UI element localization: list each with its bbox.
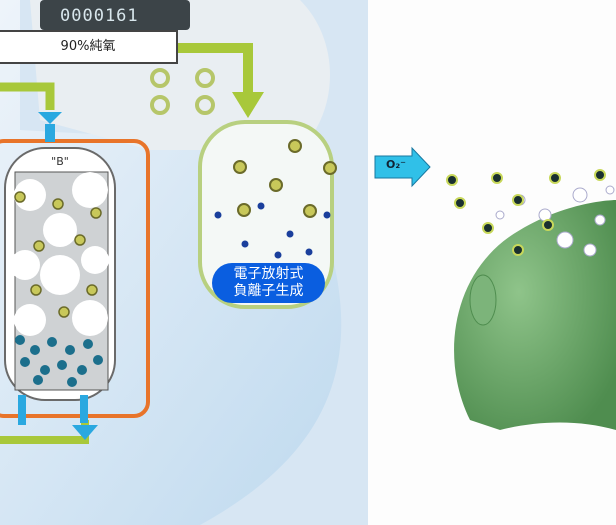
column-label: "B" [51,155,69,168]
electrons [214,202,331,259]
ion-chamber [198,120,334,309]
ion-generation-text: 電子放射式 負離子生成 [212,266,325,300]
oxygen-label: 90%純氧 [60,39,116,54]
orange-frame [0,139,150,418]
oxygen-molecules [14,191,102,318]
flow-arrows [18,112,98,440]
display-counter: 0000161 [60,6,139,26]
oxygen-label-box: 90%純氧 [0,30,178,64]
sieve-pores [10,172,109,336]
negative-ions [446,169,606,256]
head-icon [454,200,616,430]
ion-generation-line1: 電子放射式 [233,266,304,282]
ion-generation-badge [212,263,325,303]
nitrogen-molecules [15,335,103,387]
ion-generation-line2: 負離子生成 [233,283,304,299]
pipe-top [175,43,253,92]
display-panel [40,0,190,30]
arrow-down-icon [232,92,264,118]
ion-arrow [374,146,431,188]
pipe-left [0,82,55,110]
head-ear [469,274,497,326]
chamber-oxygen [233,139,337,218]
ion-arrow-label: O₂⁻ [386,158,406,171]
control-buttons [150,68,215,115]
